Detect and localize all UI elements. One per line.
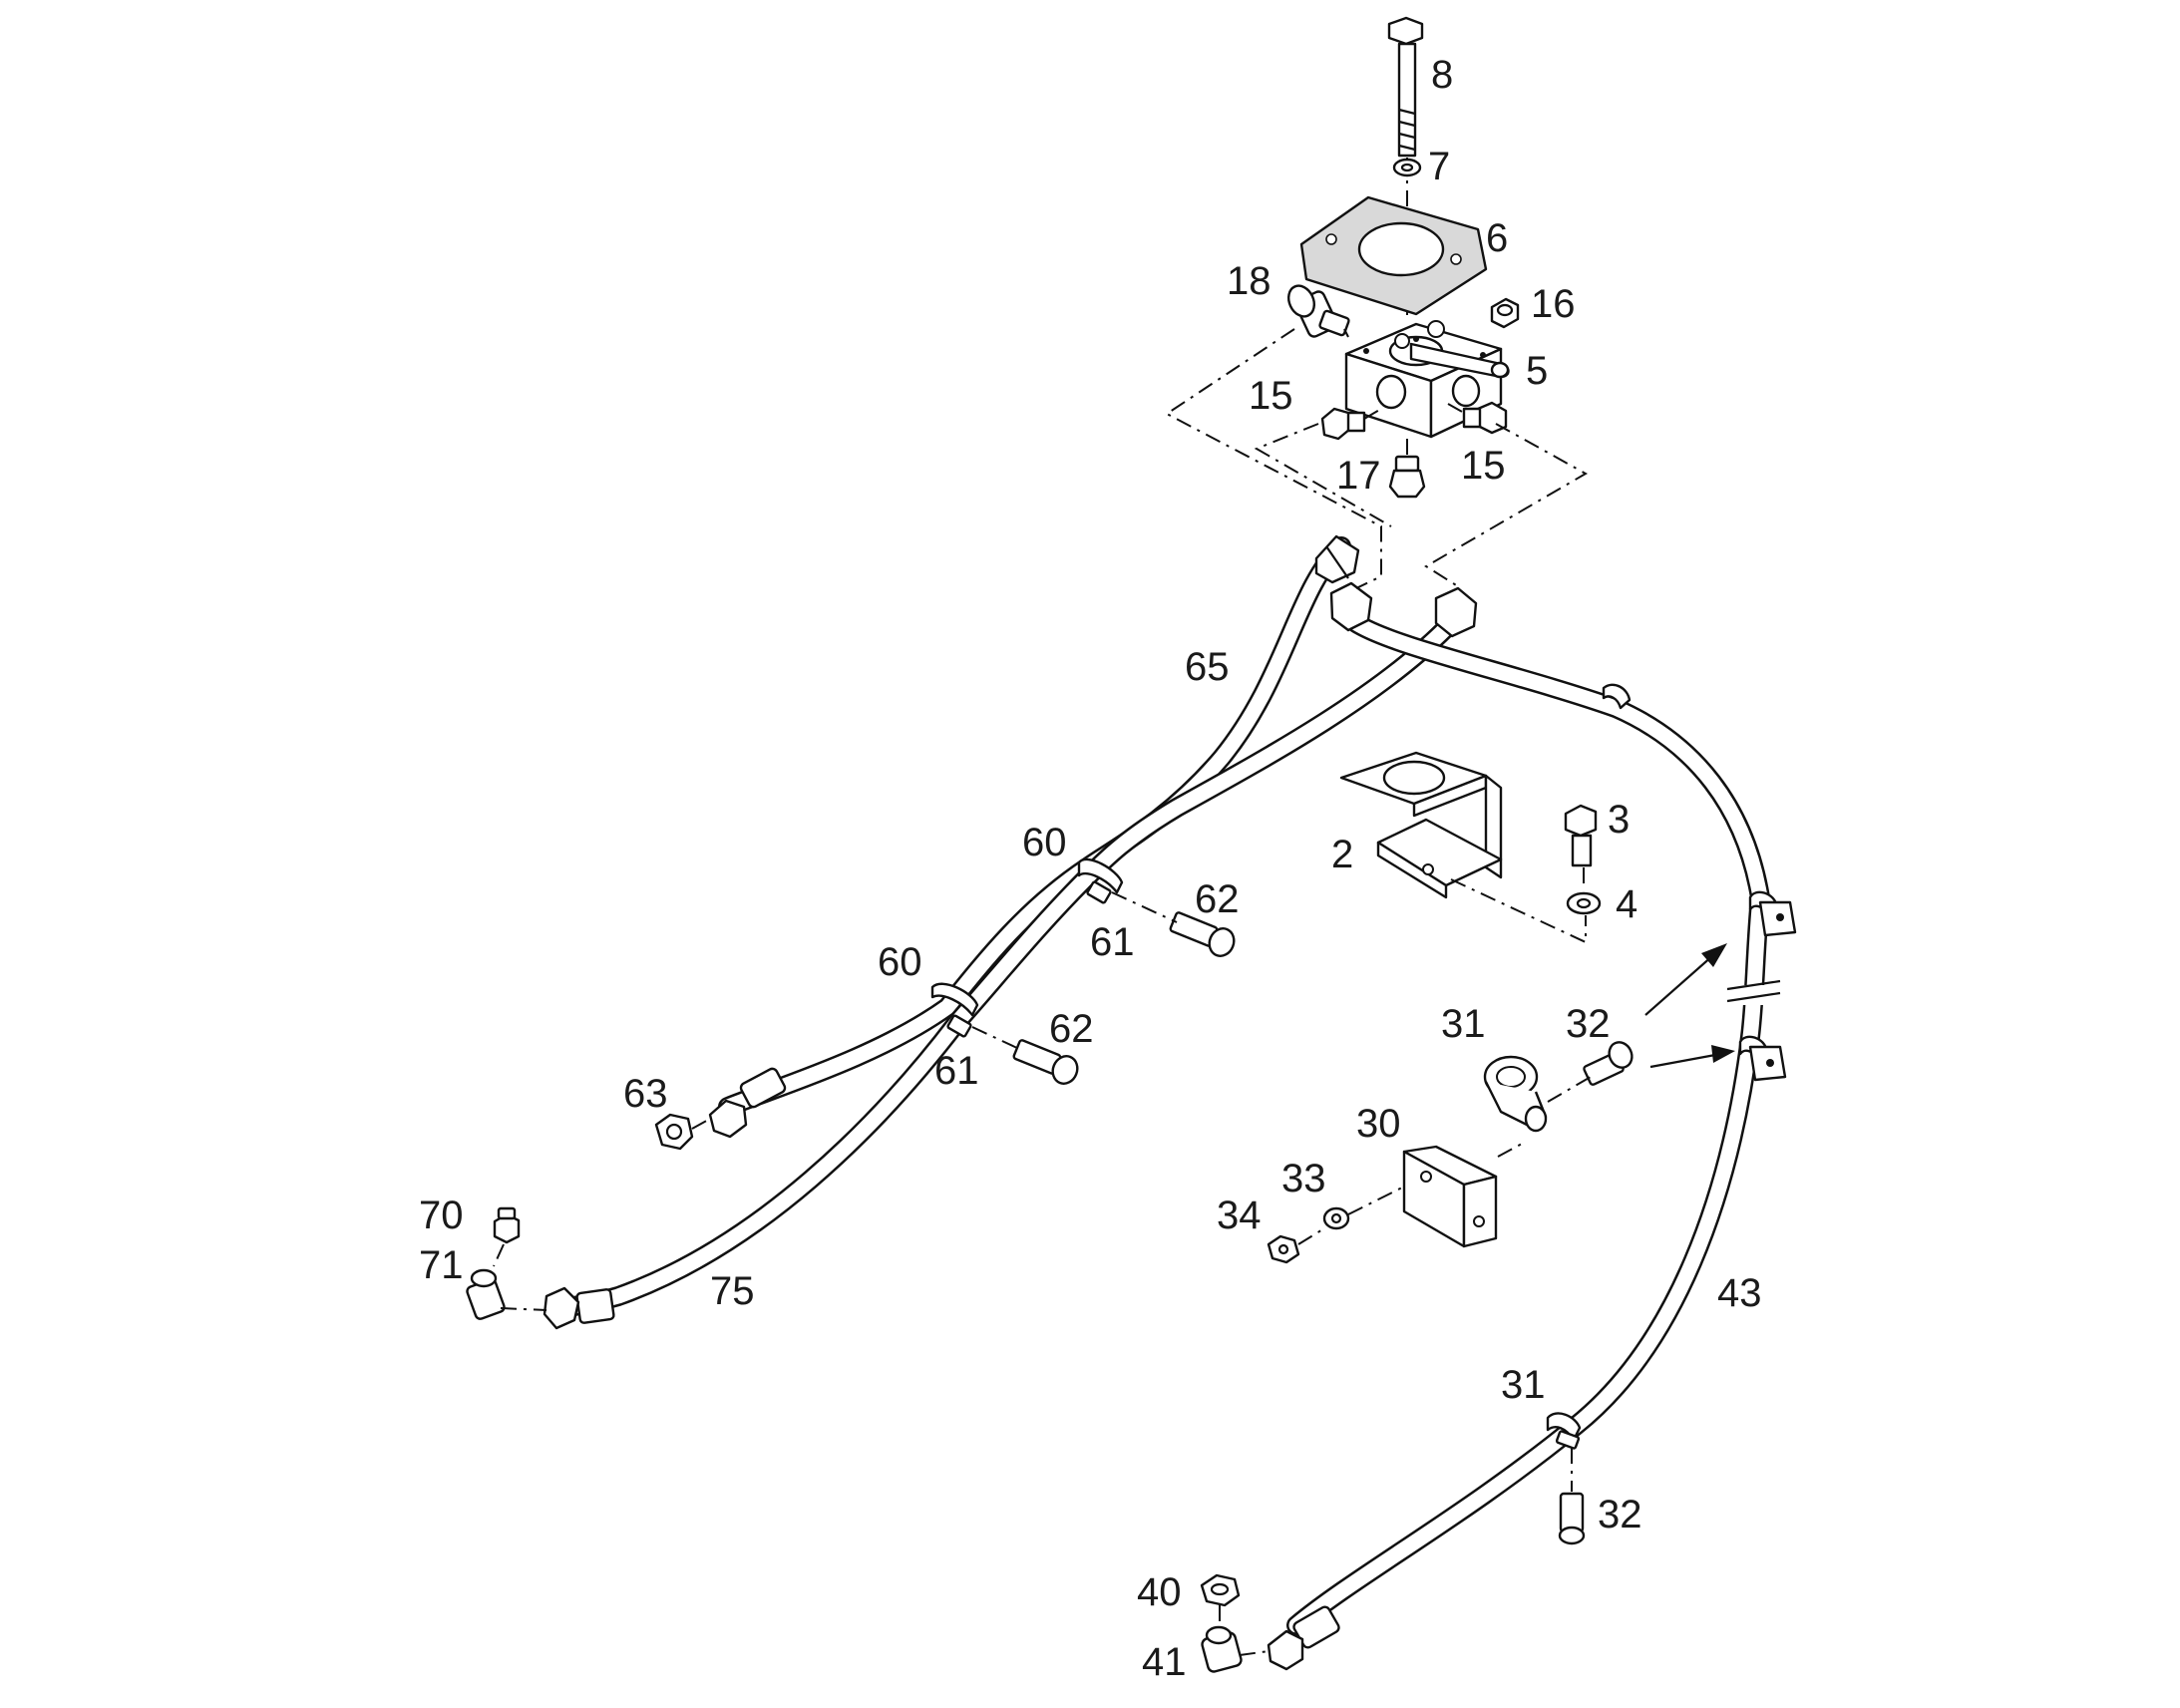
screw-62-lower (1012, 1039, 1079, 1085)
callout-17: 17 (1336, 454, 1381, 498)
callout-4: 4 (1616, 882, 1637, 926)
nut-34 (1267, 1234, 1300, 1264)
callout-61-upper: 61 (1090, 920, 1135, 964)
callout-3: 3 (1608, 798, 1630, 842)
elbow-fitting-71 (466, 1268, 506, 1320)
elbow-fitting-41 (1201, 1625, 1243, 1673)
callout-60-upper: 60 (1022, 821, 1067, 864)
washer-4 (1566, 891, 1602, 915)
callout-43: 43 (1717, 1271, 1762, 1315)
fitting-70 (493, 1206, 521, 1244)
plug-16 (1490, 297, 1520, 329)
clamp-31-detail (1483, 1055, 1548, 1133)
fitting-40 (1200, 1573, 1241, 1607)
bolt-3 (1564, 804, 1598, 867)
callout-71: 71 (419, 1243, 464, 1287)
clamp-60-upper (1077, 857, 1124, 904)
callout-60-lower: 60 (878, 940, 922, 984)
callout-62-lower: 62 (1049, 1007, 1094, 1051)
washer-33 (1322, 1206, 1350, 1230)
bolt-8 (1387, 16, 1424, 158)
screw-32-lower (1558, 1492, 1586, 1545)
callout-2: 2 (1331, 833, 1353, 876)
callout-8: 8 (1431, 53, 1453, 97)
fitting-15-left (1320, 407, 1382, 441)
arrow-to-lower-bracket (1649, 1045, 1735, 1069)
clamp-31-lower-hose (1546, 1412, 1582, 1450)
nut-63 (654, 1113, 694, 1151)
hose-break-symbol (1726, 979, 1781, 1005)
valve-handle (1409, 342, 1510, 379)
callout-65: 65 (1185, 645, 1230, 689)
callout-62-upper: 62 (1195, 877, 1240, 921)
clamp-31-upper-hose (1602, 683, 1632, 710)
callout-5: 5 (1526, 349, 1548, 393)
callout-40: 40 (1137, 1570, 1182, 1614)
fitting-17 (1388, 439, 1426, 499)
hose-75-lower-fitting (543, 1286, 615, 1330)
screw-32-detail (1583, 1041, 1634, 1086)
bracket-30 (1402, 1145, 1498, 1248)
bracket-clamp-on-hose-43-lower (1738, 1035, 1787, 1082)
washer-7 (1392, 158, 1422, 177)
hose-43 (1286, 613, 1770, 1635)
callouts: 8 7 6 18 16 5 15 15 17 65 3 2 4 60 62 61… (419, 53, 1762, 1684)
callout-32-detail: 32 (1566, 1002, 1611, 1046)
callout-61-lower: 61 (934, 1049, 979, 1093)
hose-75 (548, 618, 1456, 1318)
callout-63: 63 (623, 1072, 668, 1116)
callout-70: 70 (419, 1194, 464, 1237)
hose-65-lower-fitting (708, 1067, 787, 1139)
callout-32-lower: 32 (1598, 1493, 1642, 1537)
clamp-60-lower (930, 982, 979, 1038)
arrow-to-upper-bracket (1644, 943, 1727, 1016)
callout-15-right: 15 (1461, 444, 1506, 488)
hose-65-upper-fitting (1314, 534, 1360, 584)
hose-43-upper-fitting (1329, 581, 1373, 632)
hose-43-lower-fitting (1267, 1605, 1340, 1671)
callout-75: 75 (710, 1269, 755, 1313)
callout-31-detail: 31 (1441, 1002, 1486, 1046)
callout-15-left: 15 (1249, 374, 1293, 418)
screw-62-upper (1169, 911, 1236, 957)
hose-75-upper-fitting (1434, 586, 1478, 638)
elbow-fitting-18 (1286, 284, 1350, 338)
bracket-clamp-on-hose-43-upper (1748, 890, 1797, 937)
callout-16: 16 (1531, 282, 1576, 326)
callout-30: 30 (1356, 1102, 1401, 1146)
gasket-6 (1299, 195, 1488, 316)
callout-7: 7 (1428, 145, 1450, 188)
callout-18: 18 (1227, 259, 1272, 303)
bracket-2 (1339, 751, 1503, 899)
callout-31-lower: 31 (1501, 1363, 1546, 1407)
callout-6: 6 (1486, 216, 1508, 260)
callout-33: 33 (1281, 1157, 1326, 1200)
callout-41: 41 (1142, 1640, 1187, 1684)
callout-34: 34 (1217, 1194, 1262, 1237)
